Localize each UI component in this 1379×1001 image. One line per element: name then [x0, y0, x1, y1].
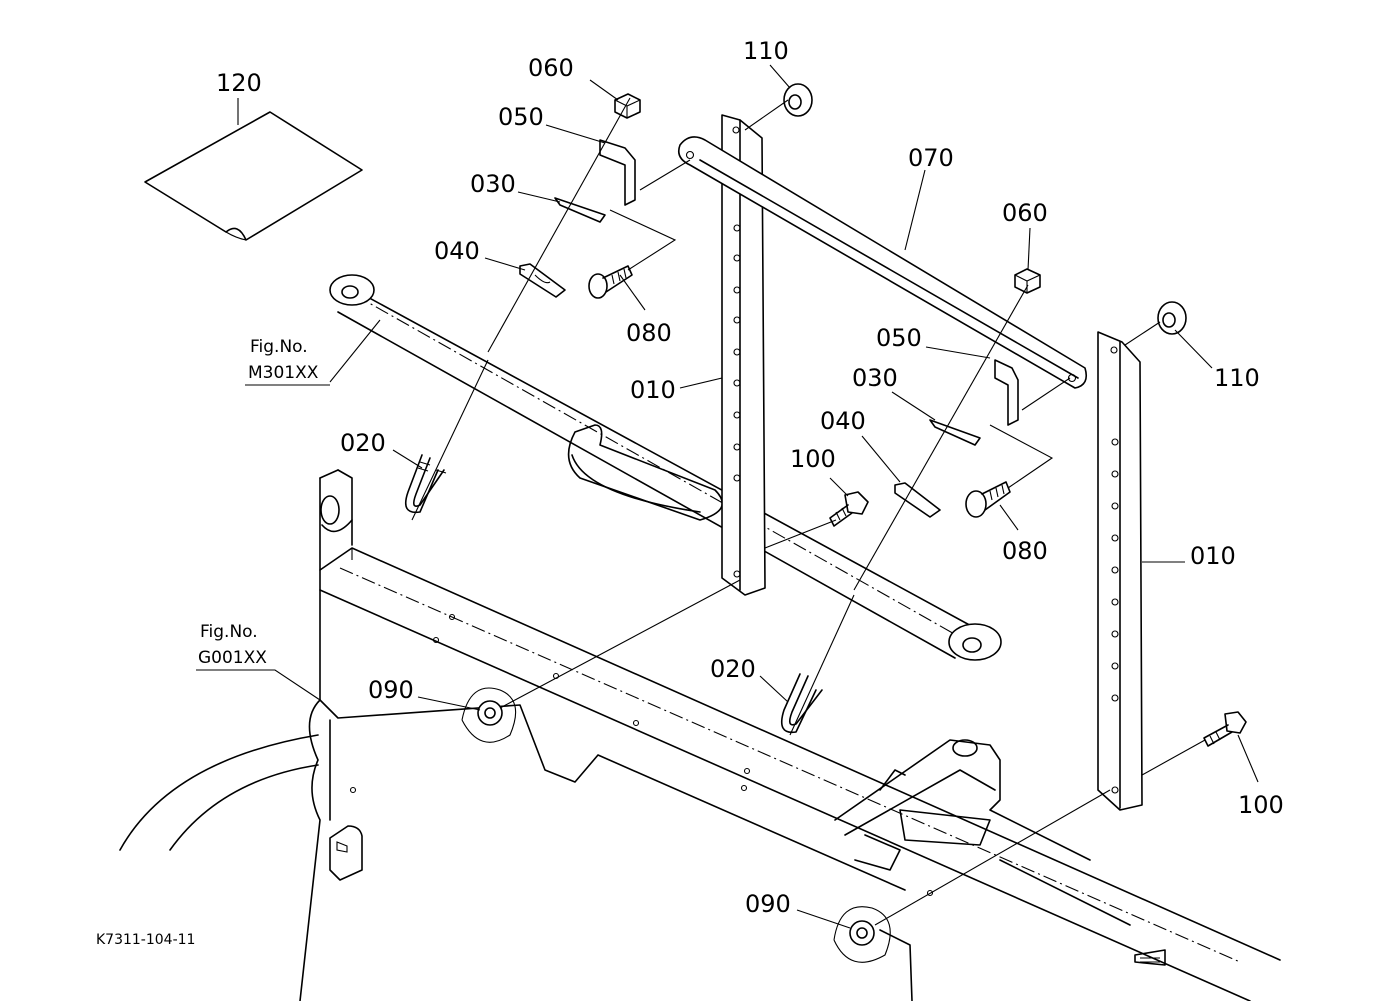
label-080-right: 080 [1002, 537, 1048, 565]
hardware-right-set [461, 268, 1247, 963]
figure-references: Fig.No. M301XX Fig.No. G001XX [198, 337, 319, 668]
hardware-left-set [404, 83, 813, 521]
label-090-left: 090 [368, 676, 414, 704]
roll-bar-tube [329, 274, 1002, 661]
label-080-left: 080 [626, 319, 672, 347]
chassis-frame [119, 469, 1281, 1001]
label-110-right: 110 [1214, 364, 1260, 392]
bracket-010-right [1097, 331, 1143, 811]
label-050-right: 050 [876, 324, 922, 352]
label-020-left: 020 [340, 429, 386, 457]
label-070: 070 [908, 144, 954, 172]
label-110-left: 110 [743, 37, 789, 65]
bracket-010-left [721, 114, 766, 596]
label-030-left: 030 [470, 170, 516, 198]
label-020-right: 020 [710, 655, 756, 683]
leader-lines [196, 64, 1259, 929]
crossbar-070 [677, 136, 1088, 389]
label-010-right: 010 [1190, 542, 1236, 570]
label-060-left: 060 [528, 54, 574, 82]
part-labels: 120 060 110 050 070 030 060 040 080 050 … [216, 37, 1284, 918]
label-050-left: 050 [498, 103, 544, 131]
label-060-right: 060 [1002, 199, 1048, 227]
label-040-left: 040 [434, 237, 480, 265]
label-040-right: 040 [820, 407, 866, 435]
label-030-right: 030 [852, 364, 898, 392]
label-090-bottom: 090 [745, 890, 791, 918]
label-010-left: 010 [630, 376, 676, 404]
ref-g001xx-line1: Fig.No. [200, 622, 258, 642]
ref-m301xx-line2: M301XX [248, 363, 319, 383]
ref-m301xx-line1: Fig.No. [250, 337, 308, 357]
ref-g001xx-line2: G001XX [198, 648, 267, 668]
drawing-code: K7311-104-11 [96, 932, 195, 948]
sheet-120 [144, 111, 363, 241]
label-100-top: 100 [790, 445, 836, 473]
label-120: 120 [216, 69, 262, 97]
label-100-bottom: 100 [1238, 791, 1284, 819]
